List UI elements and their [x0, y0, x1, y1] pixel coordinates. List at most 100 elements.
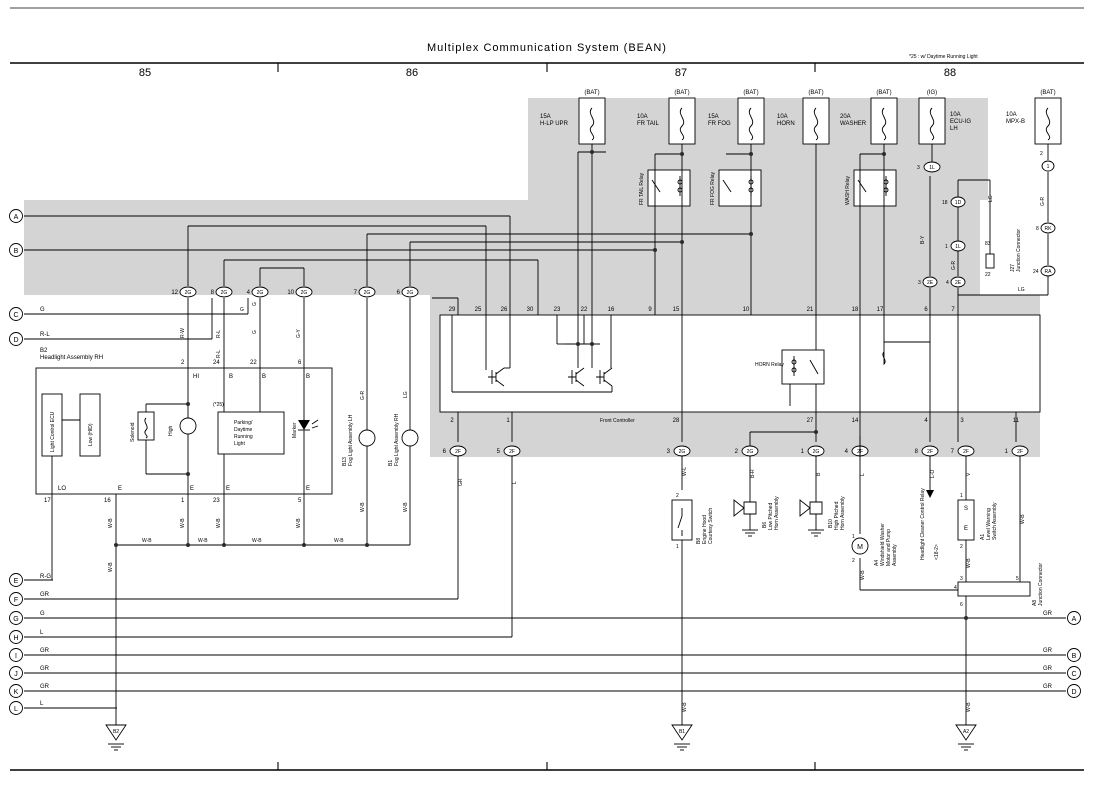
svg-text:(BAT): (BAT)	[808, 90, 823, 96]
svg-text:9: 9	[648, 307, 652, 313]
svg-text:WASHER: WASHER	[840, 121, 867, 127]
svg-text:2: 2	[676, 493, 679, 499]
ref-b-right: B	[1072, 653, 1077, 660]
lower-wiring: GR L W-L W-B B-R B L W-B L-O V W-B W-B W…	[457, 431, 1026, 725]
section-number: 86	[406, 67, 418, 79]
svg-text:WASH Relay: WASH Relay	[845, 176, 851, 205]
svg-text:W-L: W-L	[682, 467, 688, 476]
svg-text:6: 6	[443, 449, 447, 455]
svg-text:6: 6	[298, 360, 302, 366]
svg-text:7: 7	[951, 307, 955, 313]
svg-text:Parking/: Parking/	[234, 420, 253, 426]
svg-text:4: 4	[946, 280, 949, 286]
svg-text:Courtesy Switch: Courtesy Switch	[708, 508, 714, 544]
headlight-assembly-rh: B2 Headlight Assembly RH Light Control E…	[35, 298, 410, 725]
svg-text:3: 3	[667, 449, 671, 455]
svg-text:HORN: HORN	[777, 121, 795, 127]
svg-text:R-L: R-L	[216, 350, 222, 358]
fuse-ecu-ig-lh: (IG) 10A ECU-IG LH	[918, 90, 971, 145]
ground-a2: A2	[955, 724, 977, 751]
svg-text:2G: 2G	[679, 449, 686, 455]
svg-text:G-R: G-R	[951, 260, 957, 270]
svg-text:83: 83	[985, 241, 991, 247]
ref-h-left: H	[13, 635, 18, 642]
svg-text:B-Y: B-Y	[920, 235, 926, 244]
svg-text:1: 1	[506, 418, 510, 424]
ref-f-left: F	[14, 597, 18, 604]
svg-text:25: 25	[475, 307, 482, 313]
ground-b1: B1	[671, 724, 693, 751]
svg-text:(BAT): (BAT)	[584, 90, 599, 96]
svg-text:2G: 2G	[221, 290, 228, 296]
svg-text:GR: GR	[40, 666, 50, 672]
svg-text:(IG): (IG)	[927, 90, 937, 96]
svg-text:A2: A2	[963, 729, 969, 735]
svg-text:G-Y: G-Y	[296, 328, 302, 338]
svg-text:6: 6	[960, 602, 963, 608]
svg-text:18: 18	[942, 200, 948, 206]
svg-text:1: 1	[1047, 164, 1050, 170]
svg-text:Fog Light Assembly LH: Fog Light Assembly LH	[348, 414, 354, 466]
svg-text:Running: Running	[234, 434, 253, 440]
svg-text:A4: A4	[874, 560, 880, 566]
svg-text:Headlight Assembly RH: Headlight Assembly RH	[40, 355, 103, 361]
svg-text:22: 22	[985, 272, 991, 278]
svg-text:L: L	[512, 481, 518, 484]
ref-g-left: G	[13, 616, 18, 623]
high-pitched-horn: B10 High Pitched Horn Assembly	[799, 496, 846, 537]
controller-feed-wiring: R-W R-L R-L G G G G-Y	[180, 216, 751, 358]
fog-light-rh: B1 Fog Light Assembly RH LG W-B	[388, 298, 419, 545]
svg-text:1: 1	[1005, 449, 1009, 455]
ref-c-right: C	[1071, 671, 1076, 678]
svg-text:2F: 2F	[455, 449, 461, 455]
svg-text:Marker: Marker	[292, 422, 298, 438]
svg-text:FR TAIL: FR TAIL	[637, 121, 659, 127]
svg-text:H-LP UPR: H-LP UPR	[540, 121, 569, 127]
svg-text:<18-2>: <18-2>	[934, 544, 940, 560]
svg-text:10: 10	[743, 307, 750, 313]
svg-text:5: 5	[497, 449, 501, 455]
level-warning-switch: S E 1 2 A1 Level Warning Switch Assembly	[957, 493, 998, 550]
washer-motor: M 1 2 A4 Windshield Washer Motor and Pum…	[851, 523, 898, 566]
svg-text:23: 23	[213, 498, 220, 504]
svg-text:G: G	[252, 302, 258, 306]
svg-text:2: 2	[960, 544, 963, 550]
svg-text:G-R: G-R	[360, 390, 366, 400]
svg-text:4: 4	[247, 290, 251, 296]
svg-text:2: 2	[852, 558, 855, 564]
svg-text:15A: 15A	[708, 114, 719, 120]
ref-k-left: K	[14, 689, 19, 696]
svg-text:B: B	[816, 472, 822, 476]
svg-text:Horn Assembly: Horn Assembly	[774, 496, 780, 530]
svg-text:Level Warning: Level Warning	[986, 508, 992, 540]
fuse-horn: (BAT) 10A HORN	[777, 90, 830, 145]
svg-text:3: 3	[960, 576, 963, 582]
svg-text:GR: GR	[1043, 684, 1053, 690]
svg-text:RK: RK	[1045, 226, 1053, 232]
internal-transistors	[451, 315, 613, 393]
reference-buses	[24, 215, 1066, 709]
svg-text:L: L	[40, 630, 44, 636]
svg-text:B10: B10	[828, 519, 834, 528]
svg-text:W-B: W-B	[1020, 514, 1026, 524]
svg-text:1: 1	[852, 534, 855, 540]
section-number: 88	[944, 67, 956, 79]
svg-text:B6: B6	[762, 522, 768, 528]
svg-text:Junction Connector: Junction Connector	[1038, 563, 1044, 606]
svg-text:10A: 10A	[950, 112, 961, 118]
headlight-cleaner-label: Headlight Cleaner Control Relay <18-2>	[920, 488, 940, 560]
section-number: 85	[139, 67, 151, 79]
front-controller: Front Controller 29 25 26 30 23 22 16 9 …	[439, 307, 1041, 442]
connector-rk: RK 8	[1036, 222, 1056, 234]
svg-text:17: 17	[44, 498, 51, 504]
svg-text:GR: GR	[40, 648, 50, 654]
ref-b-left: B	[14, 248, 19, 255]
svg-text:L: L	[40, 701, 44, 707]
svg-text:2F: 2F	[927, 449, 933, 455]
fuse-washer: (BAT) 20A WASHER	[840, 90, 898, 145]
ecu-ig-connector: 1L 3	[917, 161, 941, 173]
fuse-h-lp-upr: (BAT) 15A H-LP UPR	[540, 90, 606, 145]
svg-text:LO: LO	[58, 486, 66, 492]
svg-text:B2: B2	[40, 348, 48, 354]
svg-text:21: 21	[807, 307, 814, 313]
